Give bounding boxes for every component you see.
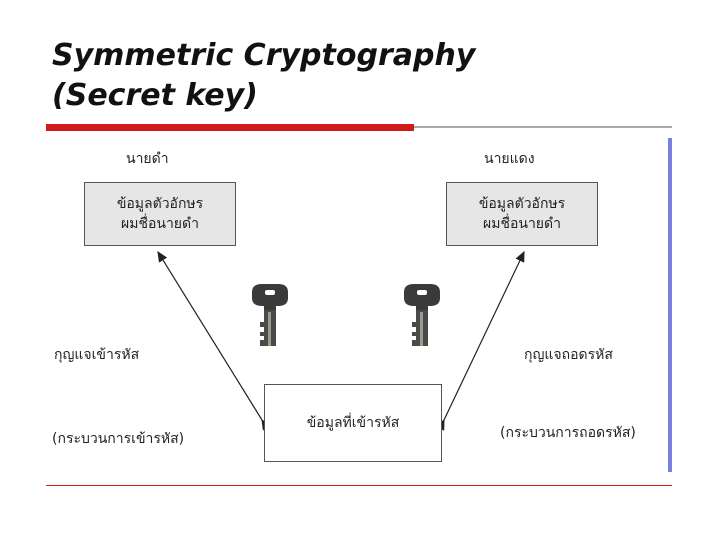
sender-plaintext-box: ข้อมูลตัวอักษร ผมชื่อนายดำ — [84, 182, 236, 246]
encrypt-key-label: กุญแจเข้ารหัส — [54, 347, 140, 363]
title-line-1: Symmetric Cryptography — [52, 38, 476, 73]
title-line-2: (Secret key) — [52, 78, 258, 113]
decrypt-process-label: (กระบวนการถอดรหัส) — [500, 425, 636, 441]
bottom-divider — [46, 485, 672, 486]
title-underline-red — [46, 124, 414, 131]
receiver-box-line-2: ผมชื่อนายดำ — [483, 216, 561, 232]
key-icon — [252, 284, 288, 346]
encrypt-arrow — [157, 250, 272, 431]
diagram-right-border — [668, 138, 672, 472]
sender-name-label: นายดำ — [126, 151, 169, 167]
decrypt-key-label: กุญแจถอดรหัส — [524, 347, 613, 363]
decrypt-arrow — [435, 250, 525, 431]
title-underline-grey — [414, 126, 672, 128]
receiver-plaintext-box: ข้อมูลตัวอักษร ผมชื่อนายดำ — [446, 182, 598, 246]
slide-title: Symmetric Cryptography (Secret key) — [52, 36, 475, 116]
ciphertext-box: ข้อมูลที่เข้ารหัส — [264, 384, 442, 462]
key-icon — [404, 284, 440, 346]
ciphertext-box-label: ข้อมูลที่เข้ารหัส — [306, 415, 400, 431]
receiver-name-label: นายแดง — [484, 151, 535, 167]
encrypt-process-label: (กระบวนการเข้ารหัส) — [52, 431, 185, 447]
sender-box-line-2: ผมชื่อนายดำ — [121, 216, 199, 232]
sender-box-line-1: ข้อมูลตัวอักษร — [116, 196, 204, 212]
receiver-box-line-1: ข้อมูลตัวอักษร — [478, 196, 566, 212]
